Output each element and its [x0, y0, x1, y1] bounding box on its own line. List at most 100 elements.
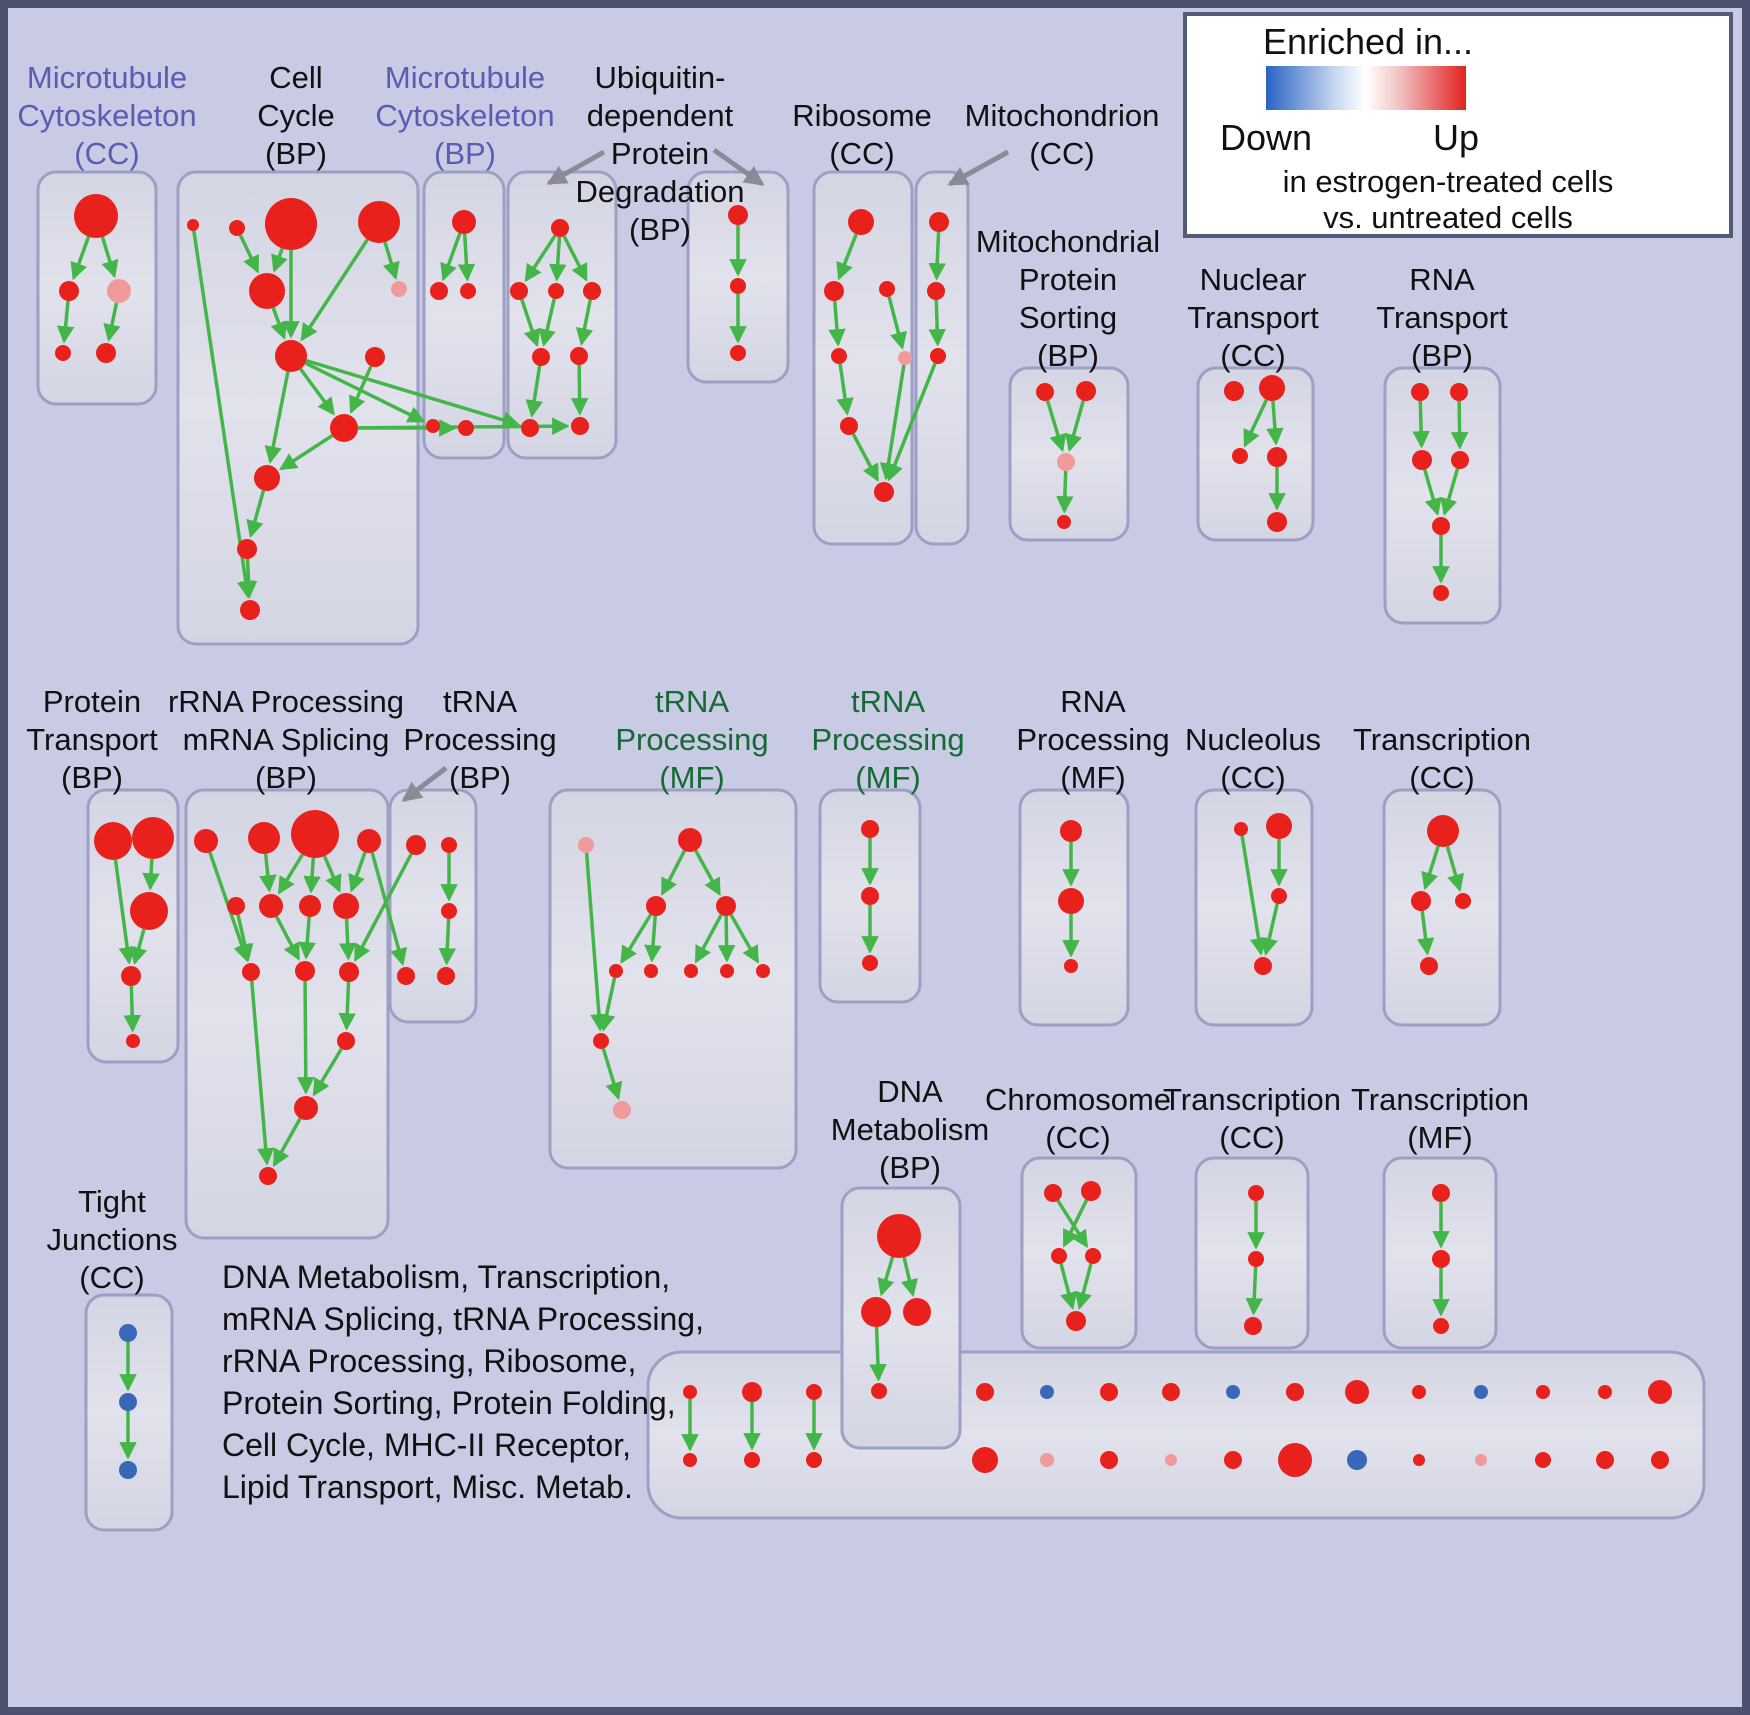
go-term-node [441, 903, 457, 919]
relation-arrow [1445, 845, 1465, 892]
go-term-node [898, 351, 912, 365]
relation-arrow [729, 913, 760, 964]
go-term-node [227, 897, 245, 915]
go-term-node [1226, 1385, 1240, 1399]
go-term-node [1162, 1383, 1180, 1401]
relation-arrow [438, 918, 457, 966]
relation-arrow [1421, 845, 1440, 891]
relation-arrow [660, 849, 687, 896]
go-term-node [1412, 1385, 1426, 1399]
cluster-box-microtubule-cytoskeleton-cc [36, 170, 158, 406]
cluster-box-dna-metabolism-bp [840, 1186, 962, 1450]
go-term-node [683, 1385, 697, 1399]
go-term-node [259, 1167, 277, 1185]
summary-note-line: mRNA Splicing, tRNA Processing, [222, 1301, 704, 1337]
go-term-node [510, 282, 528, 300]
go-term-node [358, 201, 400, 243]
go-term-node [248, 822, 280, 854]
relation-arrow [56, 300, 75, 344]
go-term-node [1455, 893, 1471, 909]
go-term-node [1475, 1454, 1487, 1466]
legend-subtitle-line1: in estrogen-treated cells [1283, 164, 1614, 199]
go-term-node [1286, 1383, 1304, 1401]
cluster-box-microtubule-cytoskeleton-bp [422, 170, 506, 460]
label-ribosome-cc: Ribosome(CC) [792, 98, 932, 171]
go-term-node [1432, 1250, 1450, 1268]
relation-arrow [103, 302, 121, 342]
go-term-node [249, 273, 285, 309]
go-term-node [972, 1447, 998, 1473]
relation-arrow [264, 371, 290, 464]
go-term-node [532, 348, 550, 366]
relation-arrow [879, 364, 906, 481]
go-term-node [1100, 1383, 1118, 1401]
relation-arrow [1243, 399, 1269, 448]
cluster-box-ubiquitin-degradation-bp-main [506, 170, 618, 460]
label-nucleolus-cc: Nucleolus(CC) [1185, 722, 1321, 795]
summary-note-line: rRNA Processing, Ribosome, [222, 1343, 636, 1379]
relation-arrow [538, 298, 556, 347]
relation-arrow [370, 852, 408, 966]
go-term-node [570, 347, 588, 365]
summary-note-line: Lipid Transport, Misc. Metab. [222, 1469, 633, 1505]
go-term-node [551, 219, 569, 237]
go-term-node [1244, 1317, 1262, 1335]
legend-subtitle-line2: vs. untreated cells [1323, 200, 1573, 235]
label-pointer-arrow [712, 147, 765, 187]
relation-arrow [1440, 468, 1460, 517]
relation-arrow [877, 1256, 895, 1297]
go-term-node [74, 194, 118, 238]
relation-arrow [1260, 903, 1279, 956]
go-term-node [1060, 820, 1082, 842]
go-term-node [1278, 1443, 1312, 1477]
go-term-node [1535, 1452, 1551, 1468]
label-chromosome-cc: Chromosome(CC) [985, 1082, 1171, 1155]
go-term-node [430, 282, 448, 300]
go-term-node [1474, 1385, 1488, 1399]
go-term-node [299, 895, 321, 917]
go-term-node [720, 964, 734, 978]
relation-arrow [279, 434, 334, 471]
go-term-node [333, 893, 359, 919]
go-term-node [1267, 447, 1287, 467]
cluster-box-ubiquitin-degradation-bp-small [686, 170, 790, 384]
label-pointer-arrow [546, 149, 606, 186]
go-term-node [716, 896, 736, 916]
go-term-node [397, 967, 415, 985]
relation-arrow [298, 916, 316, 960]
go-term-node [458, 420, 474, 436]
relation-arrow [100, 236, 119, 279]
go-term-node [730, 278, 746, 294]
go-term-node [1345, 1380, 1369, 1404]
relation-arrow [524, 234, 557, 283]
relation-arrow [322, 855, 342, 893]
go-term-node [976, 1383, 994, 1401]
go-term-node [1427, 815, 1459, 847]
relation-arrow [271, 247, 288, 273]
go-term-node [1057, 515, 1071, 529]
go-term-node [426, 419, 440, 433]
cluster-box-nuclear-transport-cc [1196, 366, 1315, 542]
go-term-node [742, 1382, 762, 1402]
go-term-node [728, 205, 748, 225]
legend: Enriched in... Down Up in estrogen-treat… [1183, 12, 1733, 238]
relation-arrow [238, 234, 260, 274]
legend-frame [1183, 12, 1733, 238]
go-term-node [927, 282, 945, 300]
go-term-node [1081, 1181, 1101, 1201]
relation-arrow [525, 365, 543, 418]
relation-arrow [338, 981, 356, 1031]
relation-arrow [277, 853, 304, 895]
relation-arrow [575, 299, 594, 346]
relation-arrow [1062, 1199, 1089, 1248]
go-term-node [1036, 383, 1054, 401]
go-term-node [441, 837, 457, 853]
